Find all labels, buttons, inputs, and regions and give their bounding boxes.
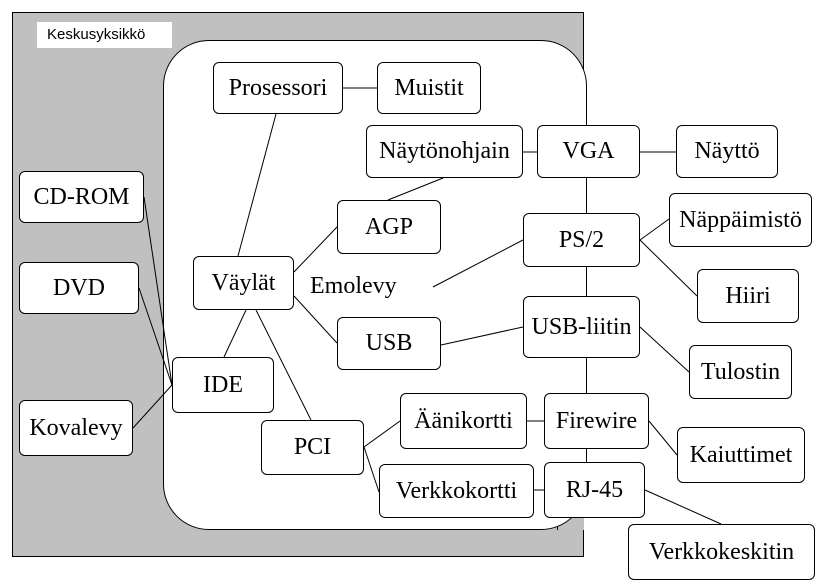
node-vga: VGA xyxy=(537,125,640,178)
node-naytonohjain: Näytönohjain xyxy=(366,125,523,178)
link-firewire-kaiuttimet xyxy=(648,420,678,456)
link-vaylat-ide xyxy=(223,309,247,358)
node-hiiri: Hiiri xyxy=(697,269,799,323)
link-usbliitin-tulostin xyxy=(639,326,690,373)
link-usb-usbliitin xyxy=(440,326,524,346)
link-emolevy-ps2 xyxy=(432,239,524,288)
node-ide: IDE xyxy=(172,357,274,413)
node-kovalevy: Kovalevy xyxy=(19,400,133,456)
link-cdrom-ide xyxy=(143,196,173,386)
link-ps2-nappaimisto xyxy=(639,218,670,241)
node-dvd: DVD xyxy=(19,262,139,314)
node-tulostin: Tulostin xyxy=(689,345,792,399)
link-pci-aanikortti xyxy=(363,420,401,448)
node-pci: PCI xyxy=(261,420,364,475)
link-vaylat-agp xyxy=(293,226,338,273)
central-unit-label: Keskusyksikkö xyxy=(37,22,172,48)
node-naytto: Näyttö xyxy=(676,125,778,178)
node-firewire: Firewire xyxy=(544,393,649,449)
link-dvd-ide xyxy=(138,287,173,386)
link-vaylat-usb xyxy=(293,295,338,344)
node-ps2: PS/2 xyxy=(523,213,640,267)
node-usb: USB xyxy=(337,317,441,370)
node-cdrom: CD-ROM xyxy=(19,171,144,223)
node-agp: AGP xyxy=(337,200,441,254)
node-muistit: Muistit xyxy=(377,62,481,114)
node-nappaimisto: Näppäimistö xyxy=(669,193,812,247)
link-prosessori-vaylat xyxy=(237,113,277,257)
link-vaylat-pci xyxy=(255,309,312,421)
link-rj45-verkkokeskitin xyxy=(644,489,722,525)
node-aanikortti: Äänikortti xyxy=(400,393,527,449)
node-verkkokortti: Verkkokortti xyxy=(379,464,534,518)
link-ps2-hiiri xyxy=(639,239,698,297)
node-verkkokeskitin: Verkkokeskitin xyxy=(628,524,815,580)
node-prosessori: Prosessori xyxy=(213,62,343,114)
node-kaiuttimet: Kaiuttimet xyxy=(677,427,805,483)
link-naytonohjain-agp xyxy=(387,177,444,201)
link-kovalevy-ide xyxy=(132,384,173,429)
motherboard-label: Emolevy xyxy=(310,273,397,299)
link-pci-verkkokortti xyxy=(363,446,380,493)
node-vaylat: Väylät xyxy=(193,256,294,310)
node-rj45: RJ-45 xyxy=(544,462,645,518)
node-usb-liitin: USB-liitin xyxy=(523,296,640,358)
